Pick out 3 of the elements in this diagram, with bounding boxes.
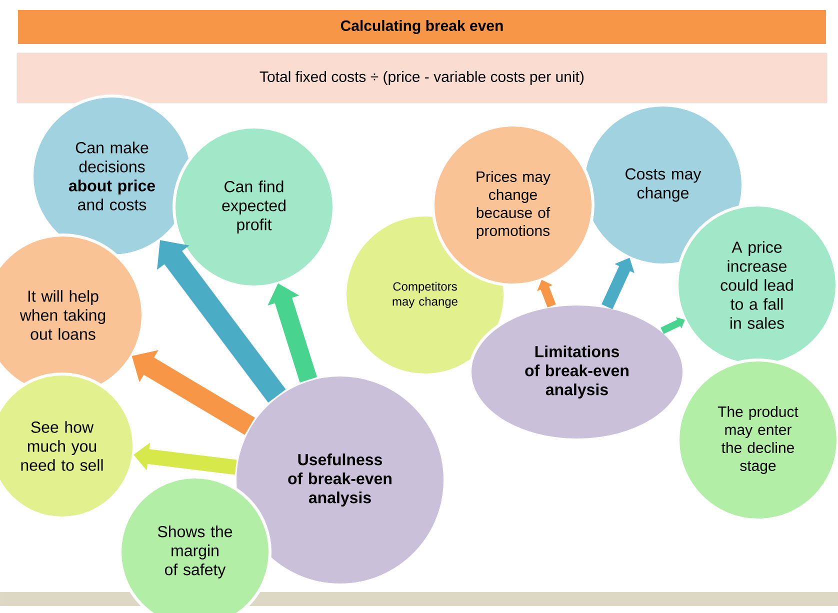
formula-band: Total fixed costs ÷ (price - variable costs per unit)	[16, 52, 828, 104]
title-bar: Calculating break even	[18, 10, 826, 44]
block-arrow	[660, 317, 685, 334]
